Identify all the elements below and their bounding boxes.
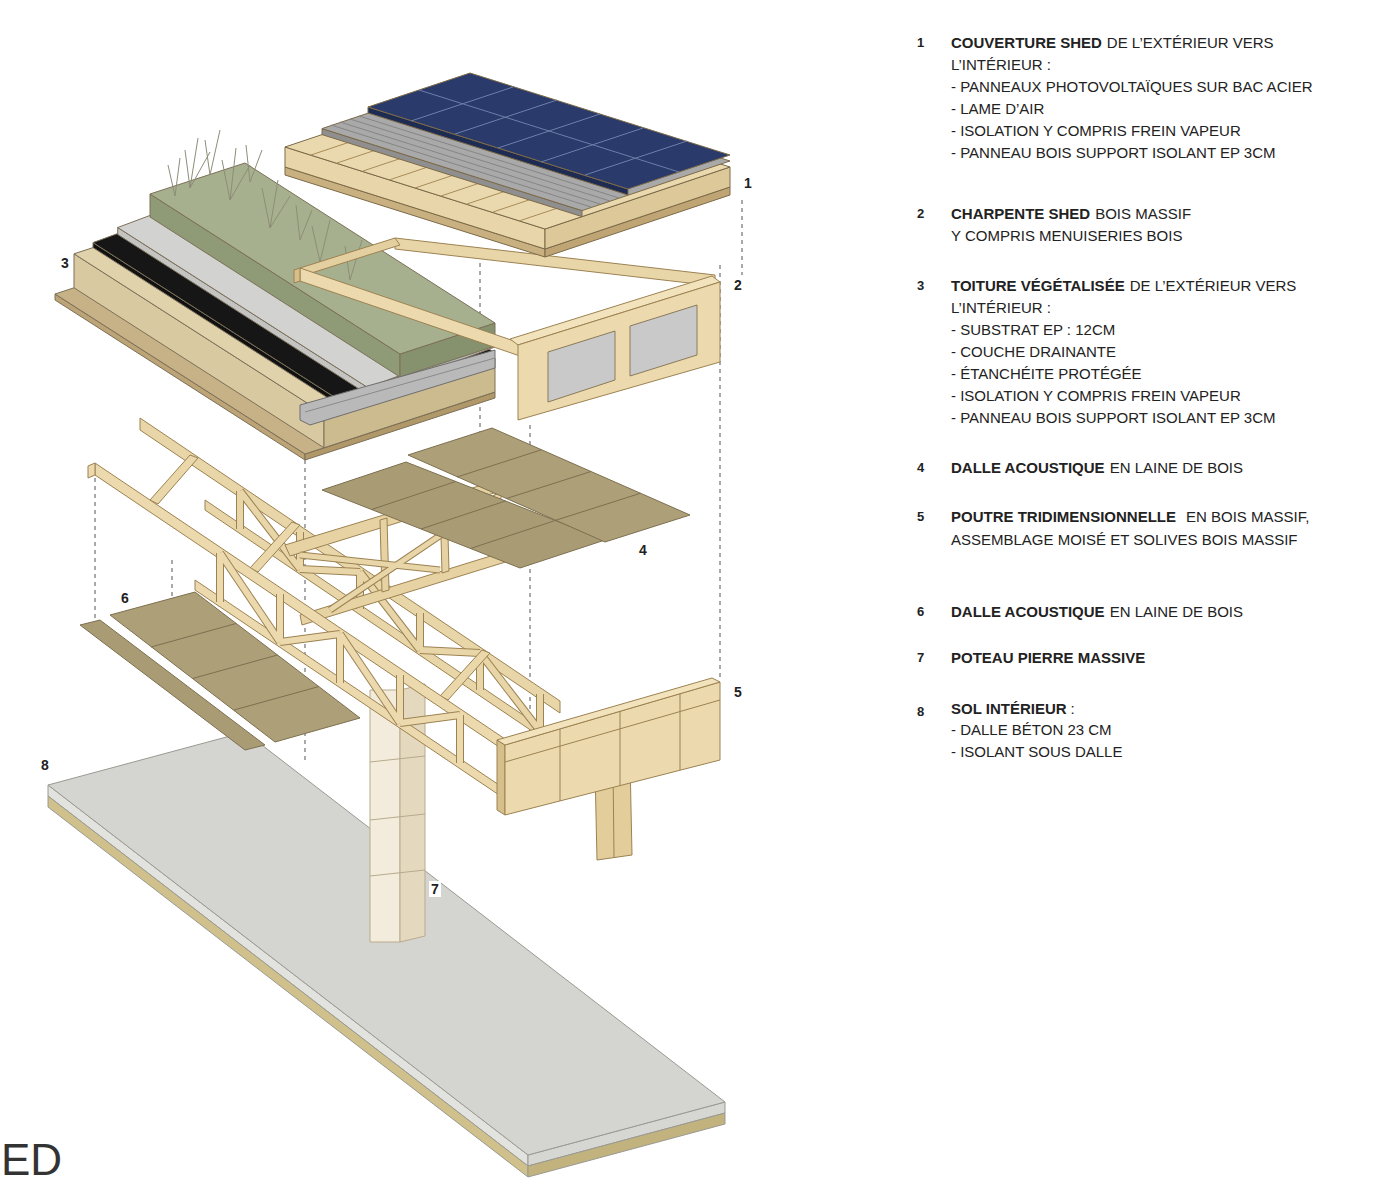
legend-line: - SUBSTRAT EP : 12CM [951,321,1115,339]
legend-line: COUVERTURE SHED DE L’EXTÉRIEUR VERS [951,34,1274,52]
legend-text: - PANNEAU BOIS SUPPORT ISOLANT EP 3CM [951,144,1276,161]
timber-truss [88,418,720,860]
legend-line: L’INTÉRIEUR : [951,56,1051,74]
legend-text: EN BOIS MASSIF, [1186,508,1309,525]
legend-text: - ÉTANCHÉITE PROTÉGÉE [951,365,1142,382]
legend-text: EN LAINE DE BOIS [1110,603,1243,620]
callout-number: 4 [637,542,649,558]
legend-text: - ISOLANT SOUS DALLE [951,743,1122,760]
legend-text: EN LAINE DE BOIS [1110,459,1243,476]
shed-roof [285,73,730,257]
legend-line: - ÉTANCHÉITE PROTÉGÉE [951,365,1142,383]
callout-number: 6 [119,590,131,606]
legend-line: ASSEMBLAGE MOISÉ ET SOLIVES BOIS MASSIF [951,531,1298,549]
legend-text: - ISOLATION Y COMPRIS FREIN VAPEUR [951,387,1241,404]
legend-line: - PANNEAU BOIS SUPPORT ISOLANT EP 3CM [951,144,1276,162]
legend-line: Y COMPRIS MENUISERIES BOIS [951,227,1182,245]
legend-line: - ISOLANT SOUS DALLE [951,743,1122,761]
legend-text: - PANNEAUX PHOTOVOLTAÏQUES SUR BAC ACIER [951,78,1312,95]
legend-text: BOIS MASSIF [1095,205,1191,222]
legend-text: - LAME D’AIR [951,100,1044,117]
legend-line: POTEAU PIERRE MASSIVE [951,649,1145,667]
legend-number: 3 [917,278,924,294]
legend-text: L’INTÉRIEUR : [951,299,1051,316]
callout-number: 2 [732,277,744,293]
legend-text: - PANNEAU BOIS SUPPORT ISOLANT EP 3CM [951,409,1276,426]
legend-text: Y COMPRIS MENUISERIES BOIS [951,227,1182,244]
legend-line: - ISOLATION Y COMPRIS FREIN VAPEUR [951,122,1241,140]
legend-heading: POUTRE TRIDIMENSIONNELLE [951,508,1176,525]
acoustic-panels-upper [322,428,690,568]
callout-number: 7 [429,881,441,897]
legend-line: L’INTÉRIEUR : [951,299,1051,317]
callout-number: 8 [39,757,51,773]
legend-line: - DALLE BÉTON 23 CM [951,721,1112,739]
legend-line: - COUCHE DRAINANTE [951,343,1116,361]
legend-number: 2 [917,206,924,222]
legend-line: - ISOLATION Y COMPRIS FREIN VAPEUR [951,387,1241,405]
legend-text: DE L’EXTÉRIEUR VERS [1130,277,1297,294]
legend-text: DE L’EXTÉRIEUR VERS [1107,34,1274,51]
legend-heading: CHARPENTE SHED [951,205,1090,222]
legend-number: 1 [917,35,924,51]
shed-frame [294,238,720,420]
legend-text: - ISOLATION Y COMPRIS FREIN VAPEUR [951,122,1241,139]
legend-line: TOITURE VÉGÉTALISÉE DE L’EXTÉRIEUR VERS [951,277,1296,295]
legend-text: ASSEMBLAGE MOISÉ ET SOLIVES BOIS MASSIF [951,531,1298,548]
legend-line: - LAME D’AIR [951,100,1044,118]
legend-number: 7 [917,650,924,666]
legend-line: SOL INTÉRIEUR: [951,700,1075,718]
legend-line: POUTRE TRIDIMENSIONNELLE EN BOIS MASSIF, [951,508,1309,526]
legend-heading: COUVERTURE SHED [951,34,1102,51]
legend-heading: TOITURE VÉGÉTALISÉE [951,277,1125,294]
legend-text: - COUCHE DRAINANTE [951,343,1116,360]
legend-heading: SOL INTÉRIEUR [951,700,1067,717]
legend-heading: DALLE ACOUSTIQUE [951,603,1105,620]
legend-line: DALLE ACOUSTIQUE EN LAINE DE BOIS [951,459,1243,477]
legend-text: - SUBSTRAT EP : 12CM [951,321,1115,338]
legend-number: 4 [917,460,924,476]
callout-number: 3 [59,255,71,271]
legend-line: - PANNEAUX PHOTOVOLTAÏQUES SUR BAC ACIER [951,78,1312,96]
legend-text: : [1071,700,1075,717]
legend-line: DALLE ACOUSTIQUE EN LAINE DE BOIS [951,603,1243,621]
legend-heading: DALLE ACOUSTIQUE [951,459,1105,476]
corner-title: ED [1,1136,62,1184]
legend-number: 5 [917,509,924,525]
callout-number: 1 [742,175,754,191]
legend-text: L’INTÉRIEUR : [951,56,1051,73]
callout-number: 5 [732,684,744,700]
legend-line: CHARPENTE SHED BOIS MASSIF [951,205,1191,223]
legend-number: 8 [917,704,924,720]
legend-text: - DALLE BÉTON 23 CM [951,721,1112,738]
legend-heading: POTEAU PIERRE MASSIVE [951,649,1145,666]
legend-line: - PANNEAU BOIS SUPPORT ISOLANT EP 3CM [951,409,1276,427]
legend-number: 6 [917,604,924,620]
